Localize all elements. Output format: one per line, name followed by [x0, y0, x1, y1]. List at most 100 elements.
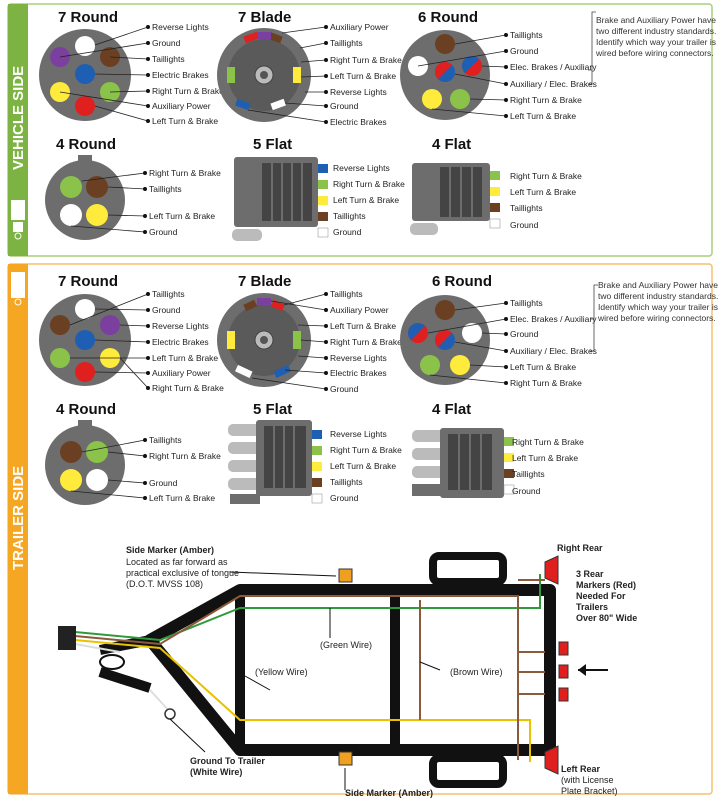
vehicle-4round-leaders [70, 172, 146, 233]
rear-marker-3 [558, 687, 569, 702]
t6r-label-2: Ground [510, 329, 539, 339]
v5f-label-1: Right Turn & Brake [333, 179, 405, 189]
vehicle-7blade-leaders [247, 26, 327, 123]
t7b-label-0: Taillights [330, 289, 363, 299]
vehicle-7round-dots [146, 25, 150, 123]
v6r-label-2: Elec. Brakes / Auxiliary [510, 62, 597, 72]
brown-wire [74, 579, 545, 760]
trailer-side-band [8, 264, 28, 794]
v4f-label-3: Ground [510, 220, 539, 230]
t4f-label-3: Ground [512, 486, 541, 496]
t6r-label-4: Left Turn & Brake [510, 362, 576, 372]
rear-markers-label-1: Markers (Red) [576, 580, 636, 590]
trailer-frame [144, 584, 556, 756]
vehicle-7round-title: 7 Round [58, 9, 118, 26]
trailer-4round-dots [143, 438, 147, 500]
trailer-7blade-leaders [251, 293, 327, 390]
t7b-label-4: Reverse Lights [330, 353, 387, 363]
left-rear-label-1: (with License [561, 775, 614, 785]
side-marker-top-label-0: Side Marker (Amber) [126, 545, 214, 555]
trailer-4round-connector [45, 420, 125, 505]
white-wire [74, 643, 171, 713]
v4f-label-0: Right Turn & Brake [510, 171, 582, 181]
side-marker-bottom [338, 751, 353, 766]
trailer-7round-leaders [69, 293, 149, 389]
v7r-label-3: Electric Brakes [152, 70, 209, 80]
trailer-icon [11, 272, 25, 306]
trailer-frame-diagram [58, 552, 608, 790]
t5f-label-4: Ground [330, 493, 359, 503]
trailer-7blade-connector [217, 293, 311, 387]
v4f-label-2: Taillights [510, 203, 543, 213]
t7b-label-3: Right Turn & Brake [330, 337, 402, 347]
v7r-label-0: Reverse Lights [152, 22, 209, 32]
left-rear-label-2: Plate Bracket) [561, 786, 618, 796]
v7r-label-1: Ground [152, 38, 181, 48]
v5f-label-2: Left Turn & Brake [333, 195, 399, 205]
t6r-note-2: Identify which way your trailer is [598, 302, 718, 312]
v7r-label-5: Auxiliary Power [152, 101, 211, 111]
green-wire [74, 574, 541, 642]
v4r-label-0: Right Turn & Brake [149, 168, 221, 178]
vehicle-7round-labels [59, 26, 149, 122]
v6r-note-1: two different industry standards. [596, 26, 716, 36]
green-wire-label: (Green Wire) [320, 640, 372, 650]
v5f-label-0: Reverse Lights [333, 163, 390, 173]
vehicle-6round-leaders [417, 34, 507, 117]
t6r-label-3: Auxiliary / Elec. Brakes [510, 346, 597, 356]
vehicle-7blade-title: 7 Blade [238, 9, 291, 26]
t5f-label-0: Reverse Lights [330, 429, 387, 439]
v4r-label-1: Taillights [149, 184, 182, 194]
trailer-4flat-connector [412, 428, 515, 498]
wheel-bottom [429, 754, 507, 788]
t4r-label-3: Left Turn & Brake [149, 493, 215, 503]
v7b-label-5: Ground [330, 101, 359, 111]
yellow-wire-label: (Yellow Wire) [255, 667, 308, 677]
vehicle-6round-connector [400, 30, 490, 120]
left-rear-label-0: Left Rear [561, 764, 601, 774]
right-rear-light [544, 555, 559, 585]
trailer-6round-connector [400, 295, 490, 385]
side-marker-top-label-1: Located as far forward as [126, 557, 228, 567]
trailer-6round-bracket [590, 284, 598, 352]
trailer-7round-connector [39, 294, 131, 386]
v6r-label-5: Left Turn & Brake [510, 111, 576, 121]
v7r-label-6: Left Turn & Brake [152, 116, 218, 126]
vehicle-6round-dots [504, 33, 508, 118]
trailer-4flat-title: 4 Flat [432, 401, 471, 418]
trailer-7blade-title: 7 Blade [238, 273, 291, 290]
pin-blue [75, 64, 95, 84]
v7b-label-1: Taillights [330, 38, 363, 48]
trailer-4round-title: 4 Round [56, 401, 116, 418]
t6r-note-1: two different industry standards. [598, 291, 718, 301]
rear-markers-label-3: Trailers [576, 602, 608, 612]
right-rear-label: Right Rear [557, 543, 603, 553]
t4r-label-1: Right Turn & Brake [149, 451, 221, 461]
trailer-6round-title: 6 Round [432, 273, 492, 290]
t6r-label-5: Right Turn & Brake [510, 378, 582, 388]
ground-lug [164, 708, 176, 720]
t4f-label-1: Left Turn & Brake [512, 453, 578, 463]
yellow-wire [74, 639, 531, 762]
vehicle-6round-bracket [588, 11, 596, 85]
rear-markers-label-4: Over 80" Wide [576, 613, 637, 623]
t7b-label-6: Ground [330, 384, 359, 394]
v7r-label-4: Right Turn & Brake [152, 86, 224, 96]
v6r-label-0: Taillights [510, 30, 543, 40]
v6r-label-4: Right Turn & Brake [510, 95, 582, 105]
t7b-label-5: Electric Brakes [330, 368, 387, 378]
t7r-label-0: Taillights [152, 289, 185, 299]
v7b-label-0: Auxiliary Power [330, 22, 389, 32]
trailer-7round-dots [146, 292, 150, 390]
t7r-label-6: Right Turn & Brake [152, 383, 224, 393]
trailer-plug [58, 626, 76, 650]
truck-icon [11, 200, 25, 240]
t4f-label-2: Taillights [512, 469, 545, 479]
t6r-label-0: Taillights [510, 298, 543, 308]
t7r-label-2: Reverse Lights [152, 321, 209, 331]
side-marker-top [338, 568, 353, 583]
trailer-6round-leaders [427, 302, 507, 384]
t4r-label-0: Taillights [149, 435, 182, 445]
vehicle-4flat-title: 4 Flat [432, 136, 471, 153]
v6r-note-2: Identify which way your trailer is [596, 37, 716, 47]
